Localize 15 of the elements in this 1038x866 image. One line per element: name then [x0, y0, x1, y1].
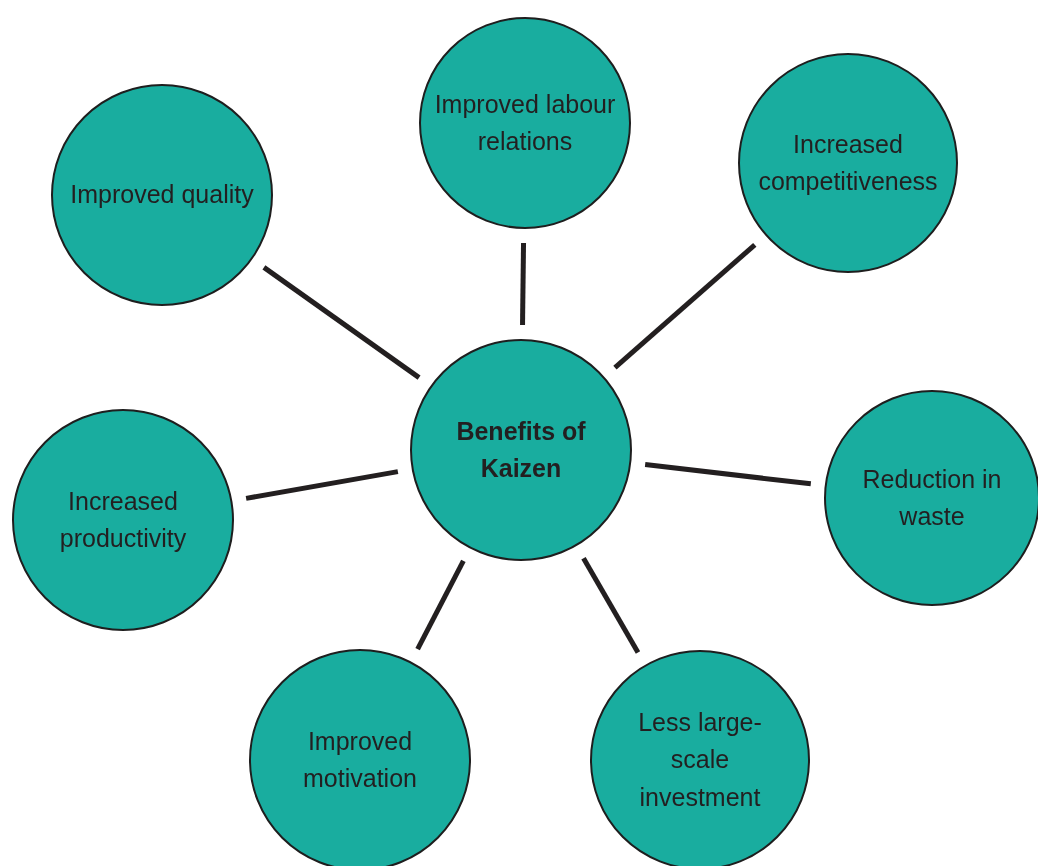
- circle-label: Improved motivation: [302, 725, 418, 794]
- circle-label: Reduction in waste: [861, 463, 1003, 532]
- connector-line: [581, 557, 641, 654]
- circle-label: Increased competitiveness: [757, 128, 939, 197]
- circle-label: Improved labour relations: [433, 88, 617, 157]
- circle-label: Increased productivity: [58, 485, 188, 554]
- connector-line: [415, 559, 466, 651]
- connector-line: [520, 242, 527, 326]
- connector-line: [644, 462, 812, 487]
- circle-label: Improved quality: [70, 179, 254, 211]
- circle-label: Less large-scale investment: [637, 706, 763, 813]
- connector-line: [245, 469, 399, 501]
- circle-label: Benefits of Kaizen: [456, 415, 586, 484]
- connector-line: [262, 265, 421, 380]
- connector-line: [613, 242, 757, 370]
